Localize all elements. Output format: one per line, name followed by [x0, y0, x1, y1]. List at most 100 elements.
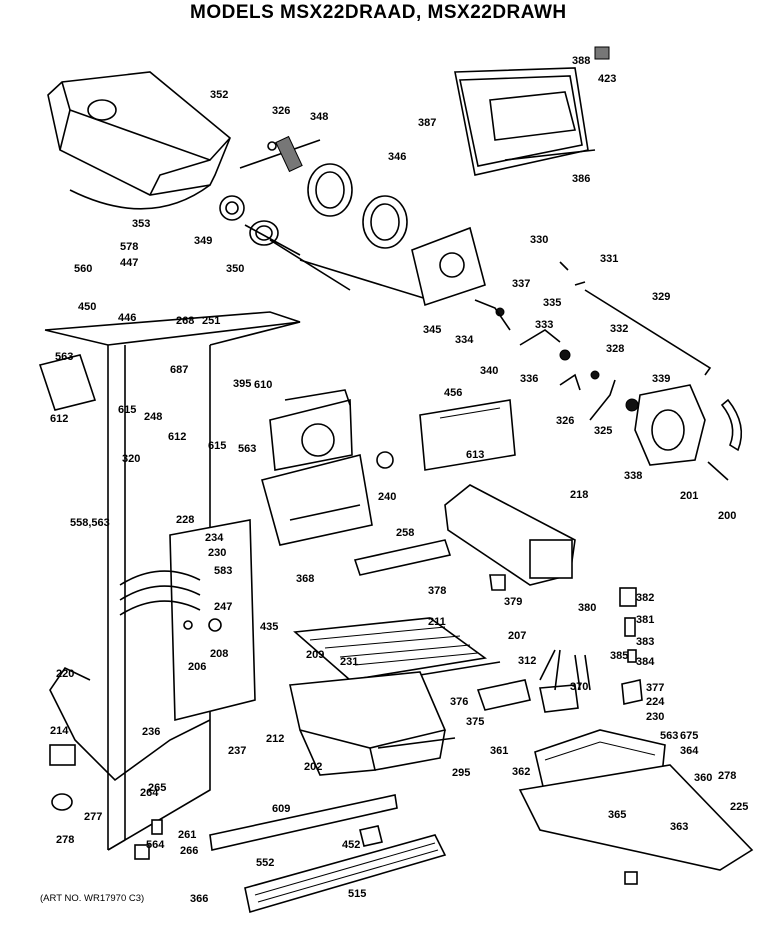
mounting-plate [411, 226, 486, 307]
part-label: 375 [466, 716, 484, 728]
part-label: 610 [254, 379, 272, 391]
duct-trim [353, 539, 452, 576]
part-label: 348 [310, 111, 328, 123]
part-label: 558,563 [70, 517, 110, 529]
wire-shelf [293, 617, 501, 681]
part-label: 395 [233, 378, 251, 390]
part-label: 329 [652, 291, 670, 303]
part-label: 337 [512, 278, 530, 290]
part-label: 563 [238, 443, 256, 455]
part-label: 240 [378, 491, 396, 503]
part-label: 230 [208, 547, 226, 559]
part-label: 331 [600, 253, 618, 265]
part-label: 366 [190, 893, 208, 905]
part-label: 330 [530, 234, 548, 246]
part-label: 615 [118, 404, 136, 416]
part-label: 446 [118, 312, 136, 324]
part-label: 209 [306, 649, 324, 661]
evaporator-fan-housing [261, 389, 394, 546]
electrical-components [539, 587, 643, 705]
part-label: 563 [660, 730, 678, 742]
part-label: 563 [55, 351, 73, 363]
part-label: 265 [148, 782, 166, 794]
part-label: 423 [598, 73, 616, 85]
part-label: 687 [170, 364, 188, 376]
clip [151, 819, 163, 835]
part-label: 228 [176, 514, 194, 526]
part-label: 207 [508, 630, 526, 642]
auger-parts [219, 195, 351, 291]
part-label: 381 [636, 614, 654, 626]
part-label: 278 [718, 770, 736, 782]
part-label: 261 [178, 829, 196, 841]
part-label: 352 [210, 89, 228, 101]
leveling-bracket [134, 844, 150, 860]
part-label: 231 [340, 656, 358, 668]
ice-bucket [47, 71, 231, 210]
part-label: 450 [78, 301, 96, 313]
part-label: 346 [388, 151, 406, 163]
toe-grille [244, 834, 447, 914]
tube-bracket [49, 744, 76, 766]
part-label: 452 [342, 839, 360, 851]
hinge-bracket [38, 354, 97, 411]
part-label: 268 [176, 315, 194, 327]
part-label: 335 [543, 297, 561, 309]
part-label: 365 [608, 809, 626, 821]
actuator-rod [584, 289, 712, 376]
part-label: 295 [452, 767, 470, 779]
part-label: 368 [296, 573, 314, 585]
part-label: 362 [512, 766, 530, 778]
part-label: 333 [535, 319, 553, 331]
part-label: 515 [348, 888, 366, 900]
relay [539, 684, 579, 713]
part-label: 340 [480, 365, 498, 377]
part-label: 326 [556, 415, 574, 427]
part-label: 202 [304, 761, 322, 773]
part-label: 201 [680, 490, 698, 502]
part-label: 583 [214, 565, 232, 577]
part-label: 328 [606, 343, 624, 355]
part-label: 353 [132, 218, 150, 230]
part-label: 211 [428, 616, 446, 628]
part-label: 220 [56, 668, 74, 680]
part-label: 383 [636, 636, 654, 648]
part-label: 345 [423, 324, 441, 336]
part-label: 456 [444, 387, 462, 399]
part-label: 214 [50, 725, 69, 737]
part-label: 278 [56, 834, 74, 846]
part-label: 386 [572, 173, 590, 185]
auger-motor [625, 384, 743, 481]
part-label: 336 [520, 373, 538, 385]
drain-cup [51, 793, 73, 811]
part-label: 312 [518, 655, 536, 667]
part-label: 613 [466, 449, 484, 461]
part-label: 615 [208, 440, 226, 452]
part-label: 325 [594, 425, 612, 437]
part-label: 378 [428, 585, 446, 597]
part-label: 385 [610, 650, 628, 662]
part-label: 320 [122, 453, 140, 465]
part-label: 350 [226, 263, 244, 275]
part-label: 564 [146, 839, 165, 851]
part-label: 258 [396, 527, 414, 539]
roller [359, 825, 383, 847]
part-label: 387 [418, 117, 436, 129]
dispenser-control-board [419, 399, 516, 471]
part-label: 382 [636, 592, 654, 604]
compressor-base [518, 729, 754, 871]
drain-tube [49, 666, 211, 782]
part-label: 560 [74, 263, 92, 275]
part-label: 200 [718, 510, 736, 522]
part-label: 326 [272, 105, 290, 117]
ice-maker [444, 484, 576, 591]
part-label: 251 [202, 315, 220, 327]
part-label: 237 [228, 745, 246, 757]
part-label: 388 [572, 55, 590, 67]
part-label: 334 [455, 334, 474, 346]
part-label: 379 [504, 596, 522, 608]
part-label: 360 [694, 772, 712, 784]
part-label: 230 [646, 711, 664, 723]
part-label: 377 [646, 682, 664, 694]
